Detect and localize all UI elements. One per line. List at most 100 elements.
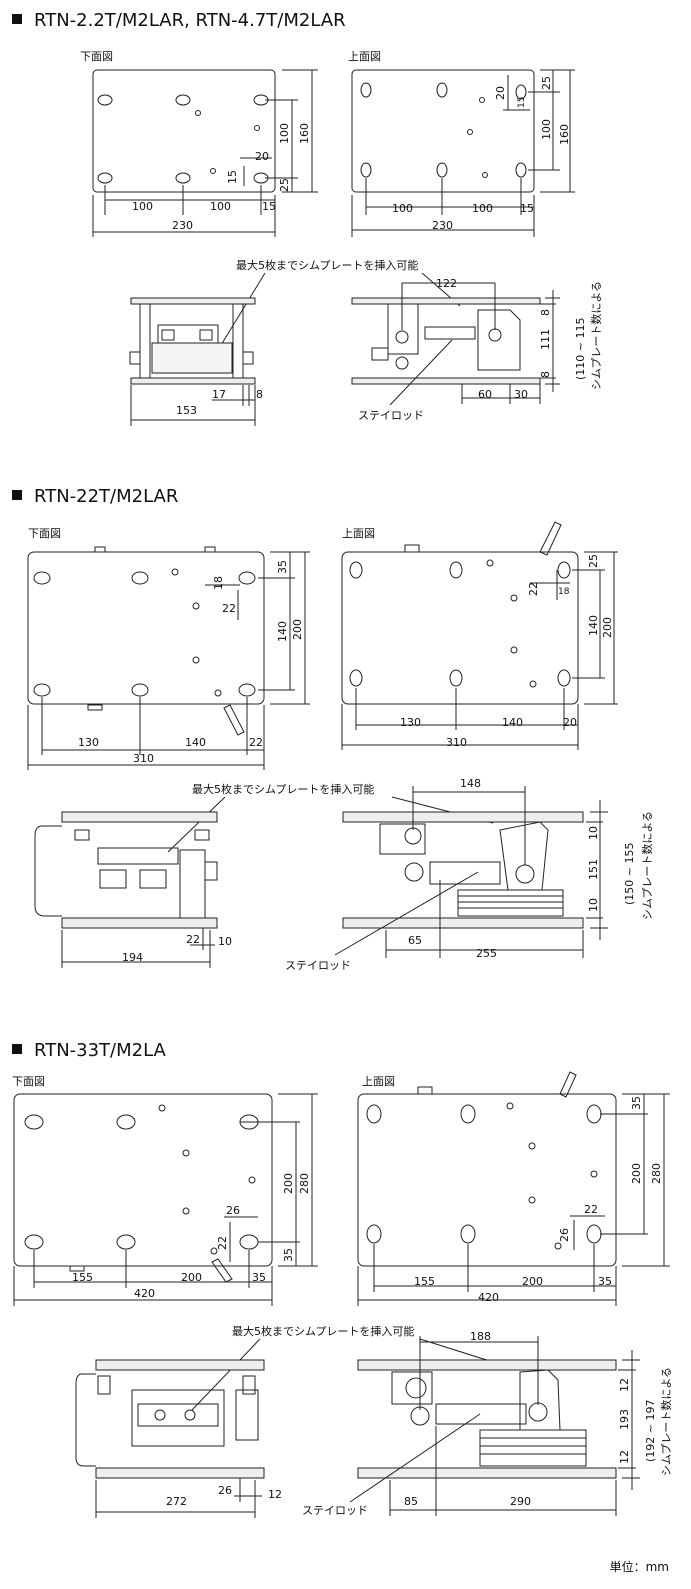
dim-text: 100 — [472, 202, 493, 215]
dim-text: 15 — [226, 170, 239, 184]
shim-vertical-label: シムプレート数による — [641, 811, 654, 920]
bottom-view-label: 下面図 — [28, 527, 61, 540]
dim-text: 230 — [172, 219, 193, 232]
dim-text: 8 — [256, 388, 263, 401]
stay-rod-label: ステイロッド — [358, 409, 424, 422]
dim-text: 310 — [446, 736, 467, 749]
dim-text: 22 — [249, 736, 263, 749]
dim-text: 30 — [514, 388, 528, 401]
dim-text: 15 — [517, 97, 527, 108]
dim-text: 15 — [262, 200, 276, 213]
dim-text: 155 — [72, 1271, 93, 1284]
dim-text: 255 — [476, 947, 497, 960]
dim-text: 10 — [218, 935, 232, 948]
dim-text: 153 — [176, 404, 197, 417]
bottom-view-dims-3 — [13, 1093, 318, 1306]
dim-text: 22 — [216, 1236, 229, 1250]
dim-text: 230 — [432, 219, 453, 232]
side-view-dims-3 — [349, 1336, 640, 1516]
front-view-dims-2 — [61, 928, 215, 968]
dim-text: 140 — [185, 736, 206, 749]
dim-text: 20 — [494, 86, 507, 100]
section-title-text: RTN-22T/M2LAR — [34, 486, 179, 507]
dim-text: 420 — [478, 1291, 499, 1304]
dim-text: 65 — [408, 934, 422, 947]
top-view-label: 上面図 — [362, 1075, 395, 1088]
leader-line — [167, 796, 226, 853]
section-title-text: RTN-2.2T/M2LAR, RTN-4.7T/M2LAR — [34, 10, 346, 31]
side-view-3 — [357, 1359, 617, 1479]
front-view-dims-1 — [130, 385, 256, 426]
dim-text: 22 — [186, 933, 200, 946]
section-title-2: RTN-22T/M2LAR — [12, 486, 178, 507]
dim-text: 160 — [558, 124, 571, 145]
dim-text: 280 — [298, 1173, 311, 1194]
dim-range: (150 ~ 155 — [623, 843, 636, 906]
dim-text: 26 — [558, 1228, 571, 1242]
dim-text: 20 — [563, 716, 577, 729]
dim-text: 151 — [587, 859, 600, 880]
dim-text: 280 — [650, 1163, 663, 1184]
dim-text: 194 — [122, 951, 143, 964]
top-view-dims-2 — [341, 551, 618, 750]
dim-text: 310 — [133, 752, 154, 765]
top-view-plate-2 — [341, 521, 579, 705]
bottom-view-plate-3 — [13, 1093, 273, 1283]
dim-text: 122 — [436, 277, 457, 290]
top-view-label: 上面図 — [348, 50, 381, 63]
dim-text: 420 — [134, 1287, 155, 1300]
dim-text: 200 — [282, 1173, 295, 1194]
shim-vertical-label: シムプレート数による — [590, 281, 603, 390]
shim-note: 最大5枚までシムプレートを挿入可能 — [236, 258, 418, 272]
top-view-dims-3 — [357, 1093, 670, 1306]
shim-note: 最大5枚までシムプレートを挿入可能 — [192, 782, 374, 796]
dim-range: (110 ~ 115 — [574, 318, 587, 381]
dim-text: 200 — [291, 619, 304, 640]
dim-text: 100 — [392, 202, 413, 215]
front-view-3 — [75, 1359, 265, 1479]
bottom-view-label: 下面図 — [80, 50, 113, 63]
dim-text: 18 — [212, 576, 225, 590]
front-view-1 — [129, 297, 256, 385]
dim-text: 22 — [527, 582, 540, 596]
top-view-label: 上面図 — [342, 527, 375, 540]
dim-text: 100 — [132, 200, 153, 213]
bullet-square-icon — [12, 1044, 22, 1054]
bottom-view-dims-2 — [27, 551, 310, 770]
dim-text: 26 — [218, 1484, 232, 1497]
bullet-square-icon — [12, 14, 22, 24]
dim-text: 25 — [540, 76, 553, 90]
dim-text: 17 — [212, 388, 226, 401]
dim-text: 12 — [268, 1488, 282, 1501]
dim-text: 8 — [539, 371, 552, 378]
dim-text: 100 — [278, 123, 291, 144]
top-view-plate-1 — [351, 69, 535, 193]
dim-text: 272 — [166, 1495, 187, 1508]
dim-text: 35 — [282, 1248, 295, 1262]
unit-label: 単位：mm — [609, 1560, 669, 1574]
bottom-view-plate-2 — [27, 546, 265, 736]
section-title-1: RTN-2.2T/M2LAR, RTN-4.7T/M2LAR — [12, 10, 346, 31]
top-view-plate-3 — [357, 1071, 617, 1267]
dim-text: 35 — [598, 1275, 612, 1288]
bottom-view-label: 下面図 — [12, 1075, 45, 1088]
dim-text: 130 — [78, 736, 99, 749]
dim-text: 12 — [618, 1378, 631, 1392]
dim-text: 200 — [601, 617, 614, 638]
shim-vertical-label: シムプレート数による — [660, 1367, 673, 1476]
dim-text: 25 — [278, 178, 291, 192]
dim-range: (192 ~ 197 — [644, 1400, 657, 1463]
dim-text: 100 — [210, 200, 231, 213]
dim-text: 15 — [520, 202, 534, 215]
front-view-2 — [34, 811, 218, 929]
dim-text: 85 — [404, 1495, 418, 1508]
stay-rod-label: ステイロッド — [302, 1504, 368, 1517]
dim-text: 140 — [502, 716, 523, 729]
dim-text: 10 — [587, 826, 600, 840]
section-title-text: RTN-33T/M2LA — [34, 1040, 166, 1061]
dim-text: 160 — [298, 123, 311, 144]
dim-text: 200 — [522, 1275, 543, 1288]
section-title-3: RTN-33T/M2LA — [12, 1040, 166, 1061]
dim-text: 35 — [276, 560, 289, 574]
